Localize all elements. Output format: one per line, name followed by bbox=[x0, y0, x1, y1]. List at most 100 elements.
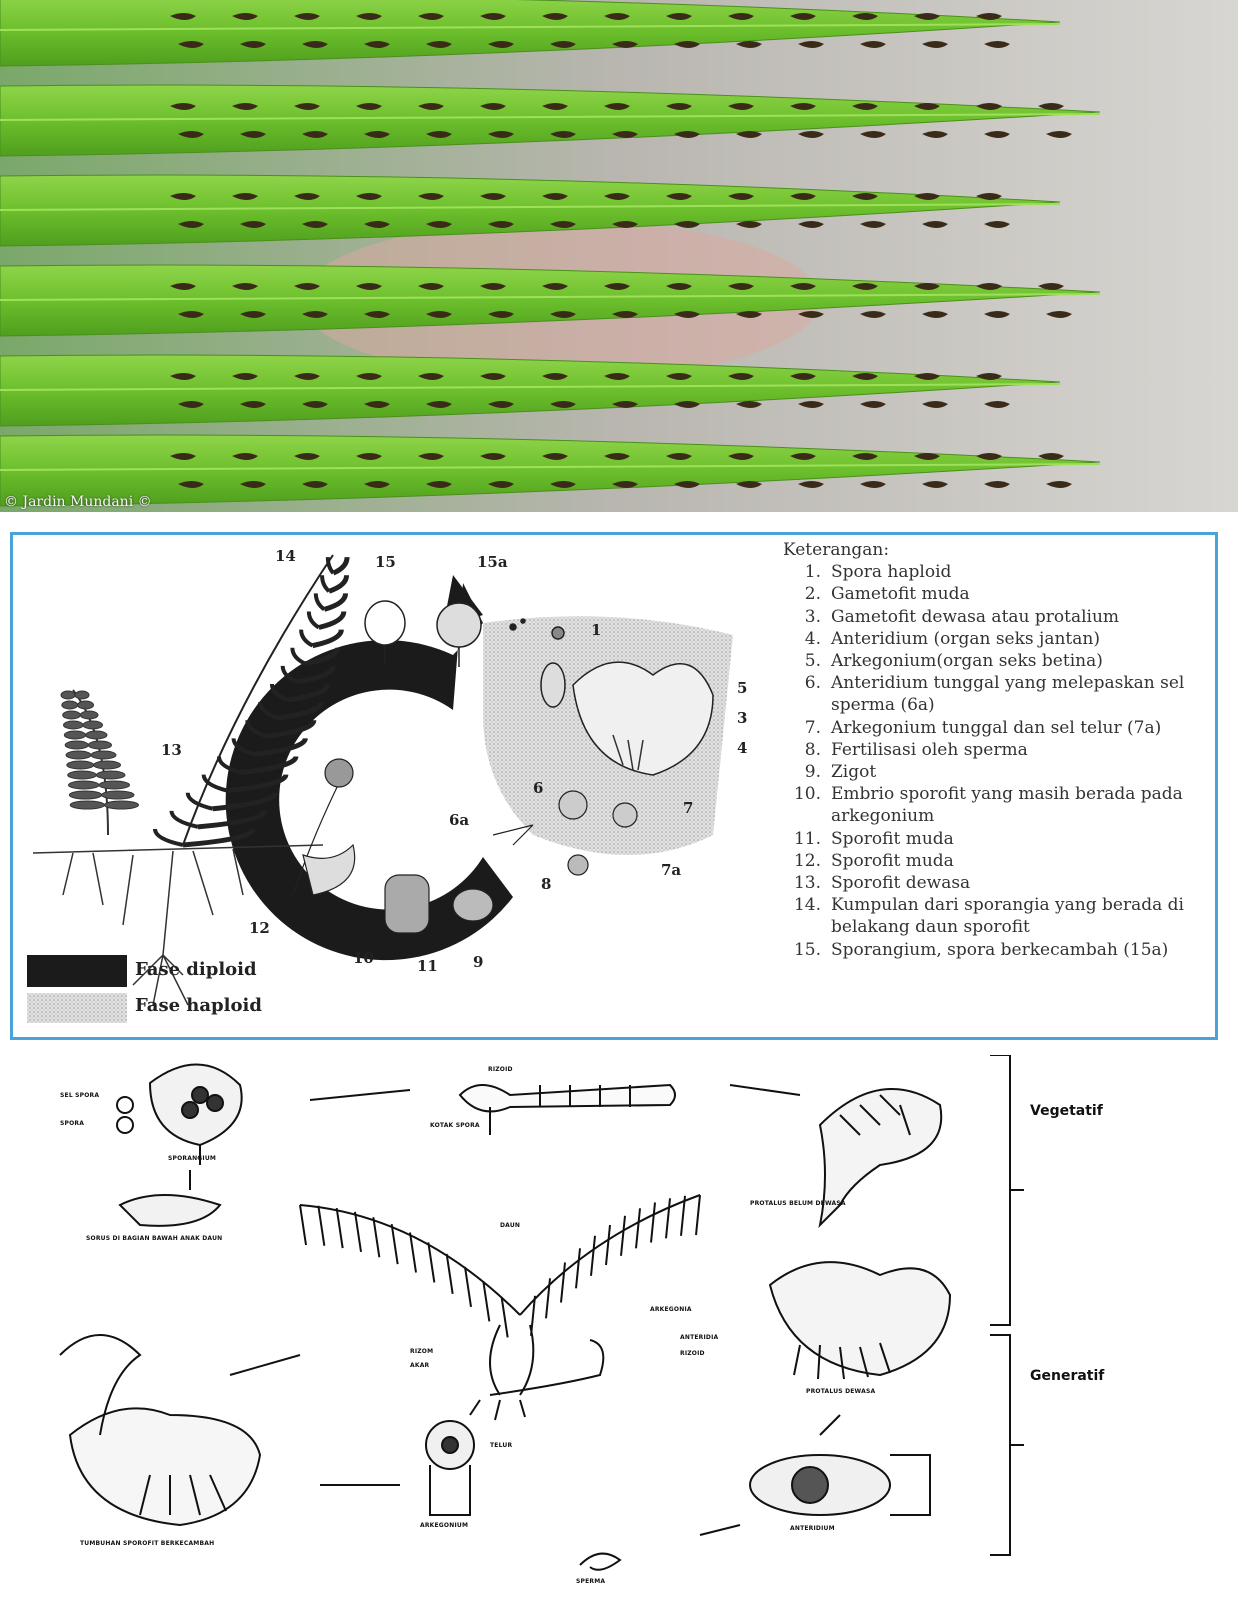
sorus-dot bbox=[728, 193, 754, 200]
sorus-dot bbox=[550, 311, 576, 318]
sorus-dot bbox=[418, 283, 444, 290]
sorus-dot bbox=[612, 131, 638, 138]
sorus-dot bbox=[418, 103, 444, 110]
germinating-spore-drawing bbox=[458, 1083, 676, 1135]
sorus-dot bbox=[480, 373, 506, 380]
arrow-6 bbox=[699, 1524, 741, 1536]
sorus-dot bbox=[550, 131, 576, 138]
leaflet bbox=[169, 810, 199, 829]
key-number: 11. bbox=[793, 828, 821, 849]
sorus-dot bbox=[178, 401, 204, 408]
sorus-dot bbox=[364, 401, 390, 408]
sorus-dot bbox=[356, 373, 382, 380]
leaflet bbox=[85, 730, 108, 740]
label-3: 3 bbox=[737, 709, 747, 727]
tiny-rizom: RIZOM bbox=[410, 1348, 433, 1355]
label-generatif: Generatif bbox=[1030, 1368, 1105, 1384]
sorus-dot bbox=[604, 283, 630, 290]
sorus-dot bbox=[674, 311, 700, 318]
leaflet bbox=[277, 701, 324, 721]
sporangium-15 bbox=[364, 600, 526, 667]
sorus-dot bbox=[294, 283, 320, 290]
tiny-rizoid-mid: RIZOID bbox=[680, 1350, 705, 1357]
leaflet bbox=[62, 710, 81, 720]
key-item: 8.Fertilisasi oleh sperma bbox=[783, 739, 1213, 761]
key-number: 4. bbox=[804, 628, 821, 649]
label-4: 4 bbox=[737, 739, 747, 757]
key-item: 7.Arkegonium tunggal dan sel telur (7a) bbox=[783, 717, 1213, 739]
sorus-dot bbox=[976, 103, 1002, 110]
leaflet bbox=[313, 593, 326, 612]
tiny-protalus-muda: PROTALUS BELUM DEWASA bbox=[750, 1200, 846, 1207]
sorus-dot bbox=[666, 193, 692, 200]
leaflet bbox=[153, 828, 184, 847]
tiny-sporangium: SPORANGIUM bbox=[168, 1155, 216, 1162]
sorus-dot bbox=[418, 13, 444, 20]
fern-photo-panel: © Jardin Mundani © bbox=[0, 0, 1238, 512]
sorus-dot bbox=[914, 283, 940, 290]
sorus-dot bbox=[294, 453, 320, 460]
leaflet bbox=[90, 750, 117, 760]
sorus-dot bbox=[488, 311, 514, 318]
sorus-dot bbox=[728, 103, 754, 110]
leaflet bbox=[409, 1232, 417, 1273]
leaflet bbox=[66, 760, 95, 770]
leaflet bbox=[590, 1235, 596, 1276]
leaflet bbox=[253, 737, 308, 757]
label-15a: 15a bbox=[477, 553, 508, 571]
tiny-sorus: SORUS DI BAGIAN BAWAH ANAK DAUN bbox=[86, 1235, 222, 1242]
leaflet bbox=[650, 1202, 656, 1243]
label-vegetatif: Vegetatif bbox=[1030, 1103, 1104, 1119]
leaflet bbox=[354, 1211, 362, 1253]
sorus-dot bbox=[488, 131, 514, 138]
sperm-drawing bbox=[579, 1552, 622, 1571]
sorus-dot bbox=[170, 373, 196, 380]
sorus-dot bbox=[612, 221, 638, 228]
leaflet bbox=[445, 1253, 454, 1295]
leaflet bbox=[65, 750, 92, 760]
sorus-dot bbox=[666, 103, 692, 110]
leaflet bbox=[68, 790, 103, 800]
sorus-dot bbox=[550, 41, 576, 48]
tiny-akar: AKAR bbox=[410, 1362, 430, 1369]
leaflet bbox=[325, 557, 335, 575]
leaflet bbox=[216, 756, 242, 775]
bracket-generatif bbox=[990, 1334, 1024, 1556]
leaflet bbox=[332, 556, 350, 576]
sorus-dot bbox=[976, 453, 1002, 460]
label-11: 11 bbox=[417, 957, 438, 975]
tiny-arkegonium: ARKEGONIUM bbox=[420, 1522, 468, 1529]
sorus-dot bbox=[798, 131, 824, 138]
key-text: Zigot bbox=[831, 762, 877, 783]
sorus-dot bbox=[852, 453, 878, 460]
leaflet bbox=[63, 720, 84, 730]
sorus-dot bbox=[488, 481, 514, 488]
arrow-7 bbox=[819, 1414, 841, 1436]
sorus-dot bbox=[798, 481, 824, 488]
sorus-dot bbox=[178, 131, 204, 138]
leaflet bbox=[63, 730, 87, 740]
sorus-dot bbox=[790, 193, 816, 200]
sorus-dot bbox=[790, 13, 816, 20]
tiny-sel-spora: SEL SPORA bbox=[60, 1092, 99, 1099]
sorus-dot bbox=[612, 401, 638, 408]
sorus-dot bbox=[170, 103, 196, 110]
sorus-dot bbox=[604, 453, 630, 460]
sorus-dot bbox=[666, 13, 692, 20]
label-6: 6 bbox=[533, 779, 543, 797]
sorus-dot bbox=[736, 221, 762, 228]
sorus-dot bbox=[976, 193, 1002, 200]
sorus-dot bbox=[860, 131, 886, 138]
sorus-dot bbox=[860, 311, 886, 318]
sorus-leaflet-drawing bbox=[118, 1194, 222, 1227]
key-number: 12. bbox=[793, 850, 821, 871]
leaflet bbox=[245, 720, 267, 739]
sorus-dot bbox=[232, 13, 258, 20]
sorus-dot bbox=[178, 311, 204, 318]
sorus-dot bbox=[922, 221, 948, 228]
key-item: 2.Gametofit muda bbox=[783, 583, 1213, 605]
sorus-dot bbox=[922, 481, 948, 488]
sorus-dot bbox=[232, 193, 258, 200]
leaflet bbox=[79, 710, 99, 720]
key-item: 6.Anteridium tunggal yang melepaskan sel… bbox=[783, 672, 1213, 716]
